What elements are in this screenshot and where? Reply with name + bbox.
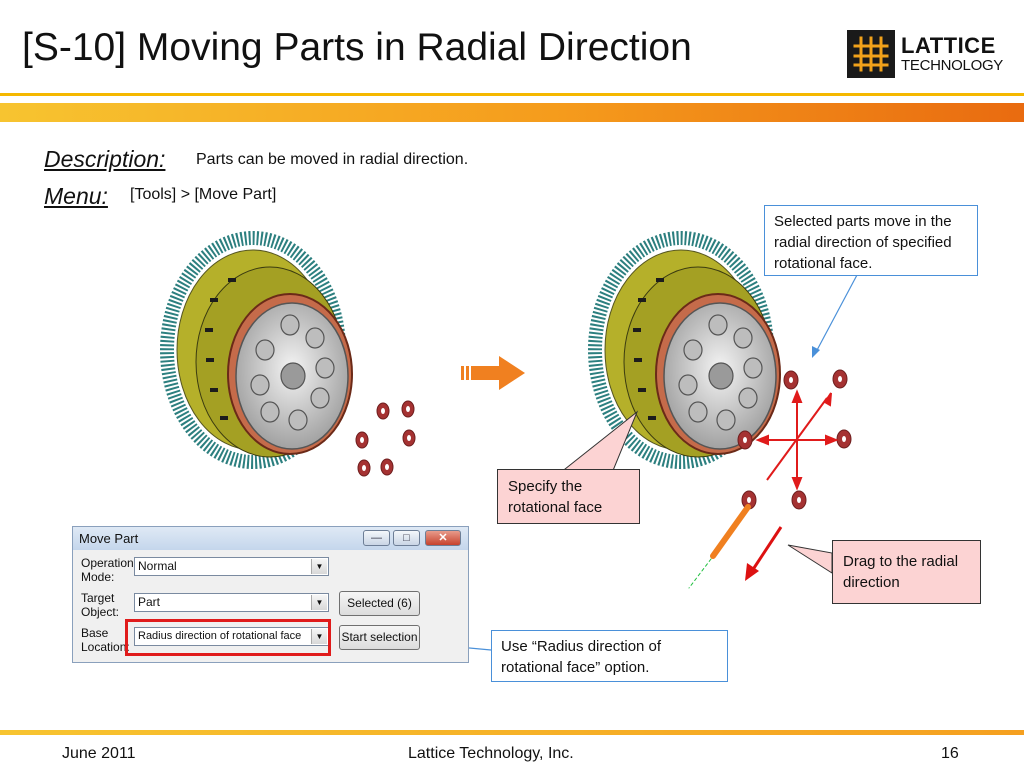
highlight-box xyxy=(125,619,331,656)
dropdown-arrow-icon[interactable]: ▼ xyxy=(311,629,327,644)
clutch-assembly-after xyxy=(588,231,781,469)
dialog-titlebar[interactable]: Move Part — □ ✕ xyxy=(73,527,468,550)
operation-mode-label: Operation Mode: xyxy=(81,556,134,584)
minimize-icon[interactable]: — xyxy=(363,530,390,546)
callout-pointer-specify xyxy=(558,410,639,474)
logo-grid-icon xyxy=(847,30,895,78)
logo-text-line2: TECHNOLOGY xyxy=(901,57,1004,74)
operation-mode-value: Normal xyxy=(138,559,177,573)
menu-label: Menu: xyxy=(44,183,108,209)
footer-company: Lattice Technology, Inc. xyxy=(408,745,574,762)
callout-selected-parts: Selected parts move in the radial direct… xyxy=(764,205,978,276)
loose-parts-before xyxy=(355,400,416,477)
base-location-select[interactable]: Radius direction of rotational face ▼ xyxy=(134,627,329,646)
radial-direction-arrows xyxy=(755,389,839,491)
base-location-value: Radius direction of rotational face xyxy=(138,630,302,642)
menu-path-text: [Tools] > [Move Part] xyxy=(130,186,277,203)
callout-drag-direction: Drag to the radial direction xyxy=(832,540,981,604)
target-object-select[interactable]: Part ▼ xyxy=(134,593,329,612)
clutch-assembly-before xyxy=(160,231,353,469)
company-logo: LATTICE TECHNOLOGY xyxy=(847,30,1003,78)
header-divider-thin xyxy=(0,93,1024,96)
target-object-label: Target Object: xyxy=(81,591,120,619)
header-divider-band xyxy=(0,103,1024,122)
drag-arrow-icon xyxy=(745,526,783,581)
selected-count-button[interactable]: Selected (6) xyxy=(339,591,420,616)
right-arrow-icon xyxy=(461,356,525,390)
maximize-icon[interactable]: □ xyxy=(393,530,420,546)
dialog-title: Move Part xyxy=(79,531,139,546)
callout-pointer-drag xyxy=(787,544,833,574)
slide-title: [S-10] Moving Parts in Radial Direction xyxy=(22,26,692,69)
operation-mode-select[interactable]: Normal ▼ xyxy=(134,557,329,576)
connector-line-selected xyxy=(815,274,858,353)
callout-use-option: Use “Radius direction of rotational face… xyxy=(491,630,728,682)
close-icon[interactable]: ✕ xyxy=(425,530,461,546)
target-object-value: Part xyxy=(138,595,161,609)
move-part-dialog: Move Part — □ ✕ Operation Mode: Normal ▼… xyxy=(72,526,469,663)
start-selection-button[interactable]: Start selection xyxy=(339,625,420,650)
description-text: Parts can be moved in radial direction. xyxy=(196,151,469,168)
dropdown-arrow-icon[interactable]: ▼ xyxy=(311,559,327,574)
callout-specify-face: Specify the rotational face xyxy=(497,469,640,524)
dropdown-arrow-icon[interactable]: ▼ xyxy=(311,595,327,610)
page-number: 16 xyxy=(941,745,959,762)
base-location-label: Base Location: xyxy=(81,626,130,654)
logo-text-line1: LATTICE xyxy=(901,33,996,58)
description-label: Description: xyxy=(44,146,166,172)
footer-divider xyxy=(0,730,1024,735)
drag-handle xyxy=(688,504,751,589)
footer-date: June 2011 xyxy=(62,745,136,762)
